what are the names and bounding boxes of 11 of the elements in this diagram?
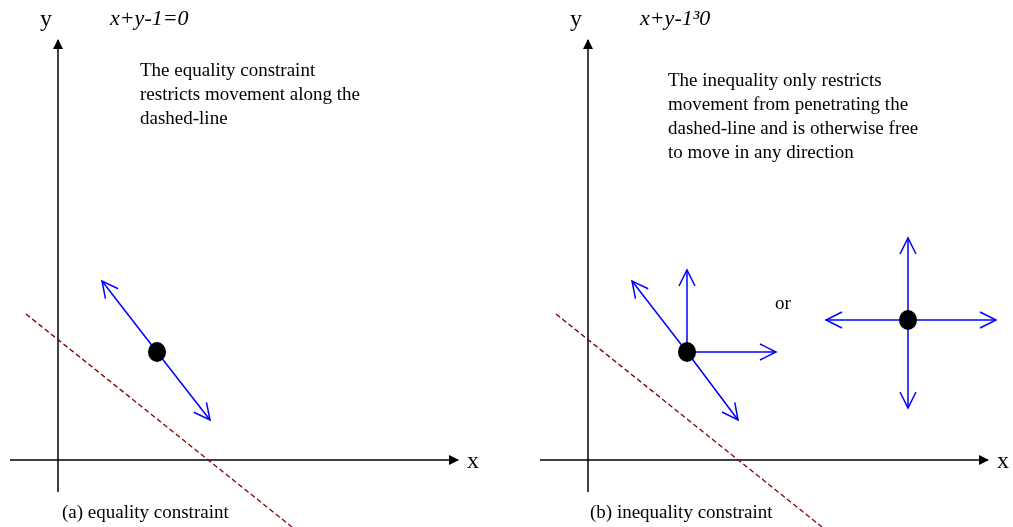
connector-word: or bbox=[775, 291, 791, 315]
axis-label: y bbox=[40, 6, 52, 30]
axis-label: x bbox=[997, 448, 1009, 472]
panel-caption: (b) inequality constraint bbox=[590, 500, 773, 524]
equation: x+y-1³0 bbox=[640, 6, 711, 30]
annotation-text: The inequality only restricts movement from penetrating the dashed-line and is otherwise free to move in any direction bbox=[668, 68, 920, 164]
equation: x+y-1=0 bbox=[110, 6, 189, 30]
panel-caption: (a) equality constraint bbox=[62, 500, 229, 524]
axis-label: y bbox=[570, 6, 582, 30]
annotation-text: The equality constraint restricts movement along the dashed-line bbox=[140, 58, 362, 130]
axis-label: x bbox=[467, 448, 479, 472]
